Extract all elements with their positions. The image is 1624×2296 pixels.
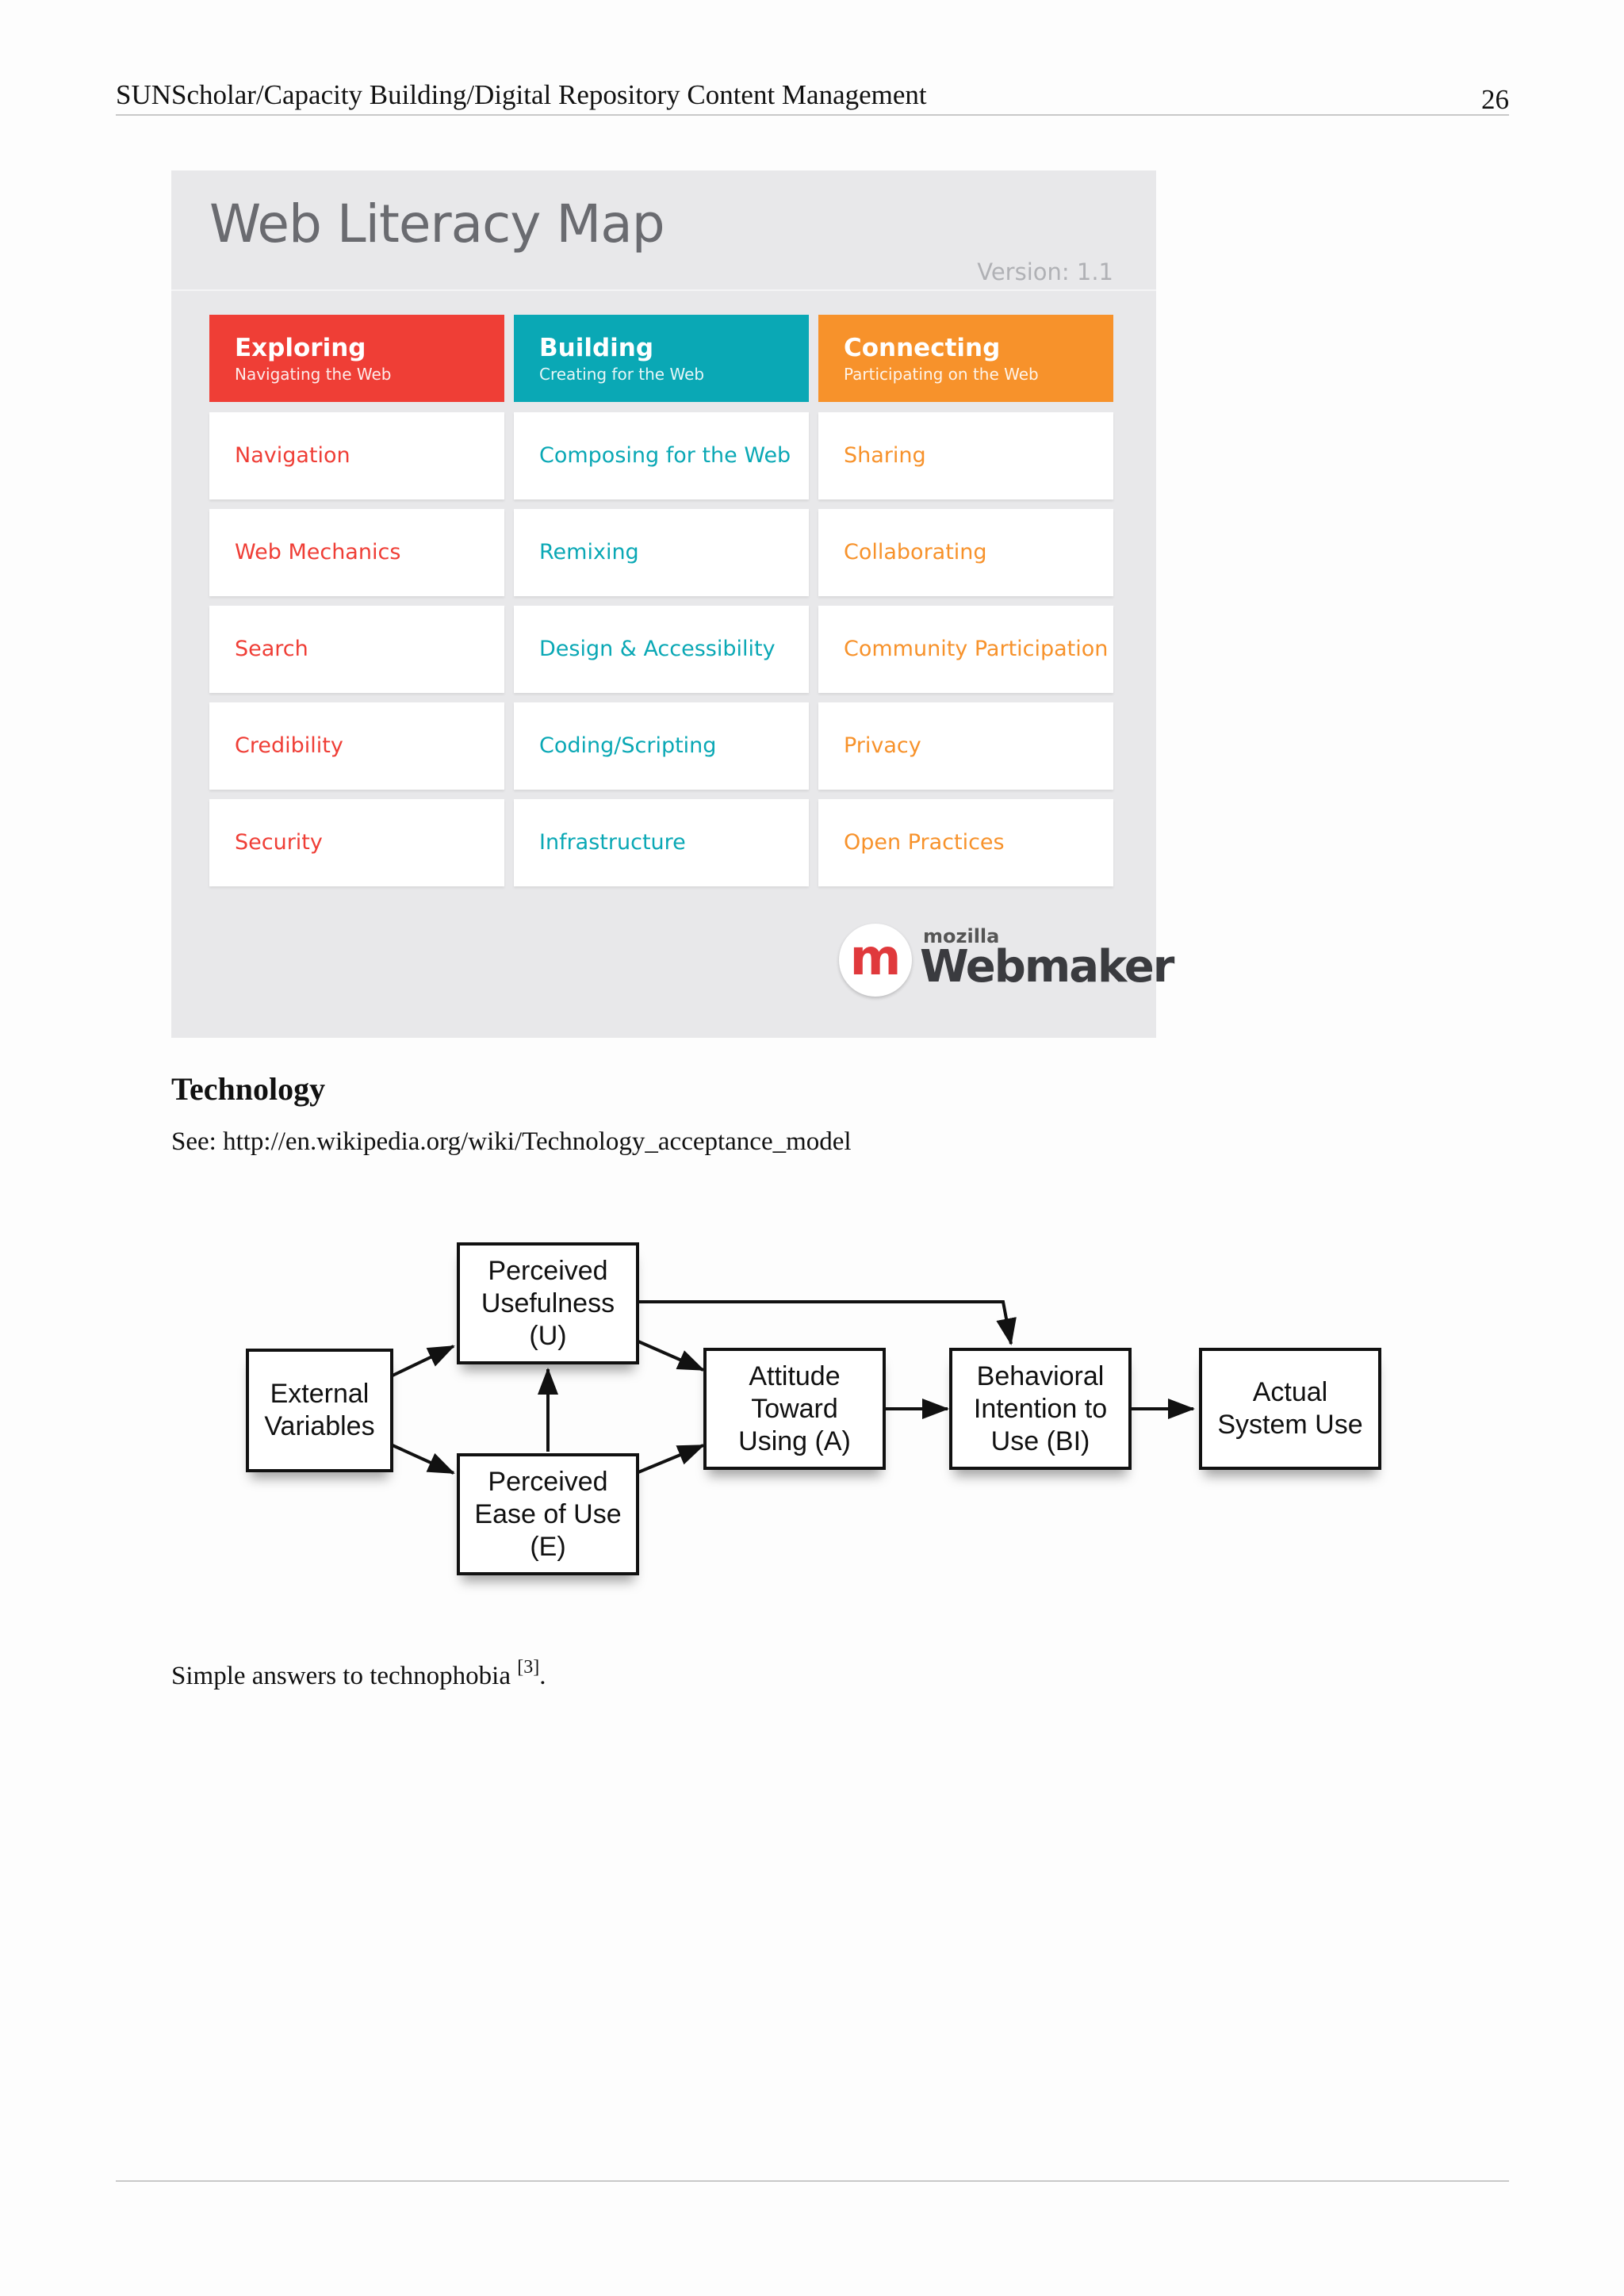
caption-text: Simple answers to technophobia [171,1662,518,1690]
technology-acceptance-model-diagram: External Variables Perceived Usefulness … [230,1233,1419,1605]
perceived-ease-of-use-box: Perceived Ease of Use (E) [457,1453,639,1575]
skill-cell: Search [209,606,504,693]
attitude-toward-using-box: Attitude Toward Using (A) [703,1348,886,1470]
box-label-line: Actual [1252,1377,1328,1407]
arrow-usefulness-to-attitude [638,1340,705,1372]
diagram-arrows [392,1300,1195,1475]
web-literacy-map-figure: Web Literacy Map Version: 1.1 Exploring … [171,170,1174,1038]
skill-cell: Collaborating [818,509,1113,596]
box-label-line: Perceived [488,1255,608,1286]
arrow-external-to-ease [392,1444,455,1475]
reference-link[interactable]: [3] [517,1657,540,1678]
skill-cell: Navigation [209,412,504,499]
skill-cell: Composing for the Web [514,412,809,499]
behavioral-intention-box: Behavioral Intention to Use (BI) [949,1348,1132,1470]
skill-cell: Infrastructure [514,799,809,886]
section-heading: Technology [171,1071,326,1107]
logo-webmaker-text: Webmaker [920,941,1174,993]
skill-cell: Privacy [818,702,1113,790]
box-label-line: Use (BI) [990,1425,1090,1456]
skill-cell: Remixing [514,509,809,596]
skill-cell: Community Participation [818,606,1113,693]
web-literacy-map-version: Version: 1.1 [977,258,1113,285]
caption-end: . [539,1662,546,1690]
box-label-line: Variables [264,1411,375,1441]
arrow-usefulness-to-intention [638,1300,1017,1345]
column-header-connecting: Connecting Participating on the Web [818,315,1113,402]
skill-cell: Design & Accessibility [514,606,809,693]
webmaker-m-icon: m [839,924,912,997]
skill-cell: Web Mechanics [209,509,504,596]
arrow-ease-to-attitude [638,1444,705,1474]
running-header-title: SUNScholar/Capacity Building/Digital Rep… [116,79,927,110]
perceived-usefulness-box: Perceived Usefulness (U) [457,1242,639,1364]
page-number: 26 [1481,84,1509,115]
external-variables-box: External Variables [246,1349,393,1472]
figure-caption: Simple answers to technophobia [3]. [171,1657,546,1695]
column-subheading: Creating for the Web [539,365,705,384]
arrow-external-to-usefulness [392,1345,455,1377]
column-subheading: Navigating the Web [235,365,392,384]
box-label-line: (U) [529,1320,567,1351]
web-literacy-map-title: Web Literacy Map [209,193,665,254]
column-subheading: Participating on the Web [844,365,1039,384]
column-heading: Exploring [235,334,366,362]
box-label-line: Ease of Use [474,1498,622,1529]
box-label-line: Behavioral [976,1360,1105,1391]
box-label-line: External [270,1379,370,1409]
skill-cell: Sharing [818,412,1113,499]
column-heading: Connecting [844,334,1001,362]
logo-mozilla-text: mozilla [923,925,1000,947]
box-label-line: Toward [751,1393,838,1424]
column-header-building: Building Creating for the Web [514,315,809,402]
box-label-line: Usefulness [481,1288,615,1318]
box-label-line: (E) [530,1531,566,1562]
box-label-line: Perceived [488,1466,608,1497]
column-heading: Building [539,334,654,362]
skill-cell: Credibility [209,702,504,790]
see-reference-line: See: http://en.wikipedia.org/wiki/Techno… [171,1127,852,1156]
mozilla-webmaker-logo: m mozilla Webmaker [829,919,1174,1006]
column-header-exploring: Exploring Navigating the Web [209,315,504,402]
box-label-line: Intention to [973,1393,1108,1424]
box-label-line: Using (A) [738,1425,851,1456]
skill-cell: Security [209,799,504,886]
running-header: SUNScholar/Capacity Building/Digital Rep… [116,76,1509,116]
footer-rule [116,2180,1509,2182]
divider [171,289,1156,291]
box-label-line: System Use [1217,1410,1363,1440]
box-label-line: Attitude [749,1360,841,1391]
actual-system-use-box: Actual System Use [1199,1348,1381,1470]
skill-cell: Coding/Scripting [514,702,809,790]
skill-cell: Open Practices [818,799,1113,886]
